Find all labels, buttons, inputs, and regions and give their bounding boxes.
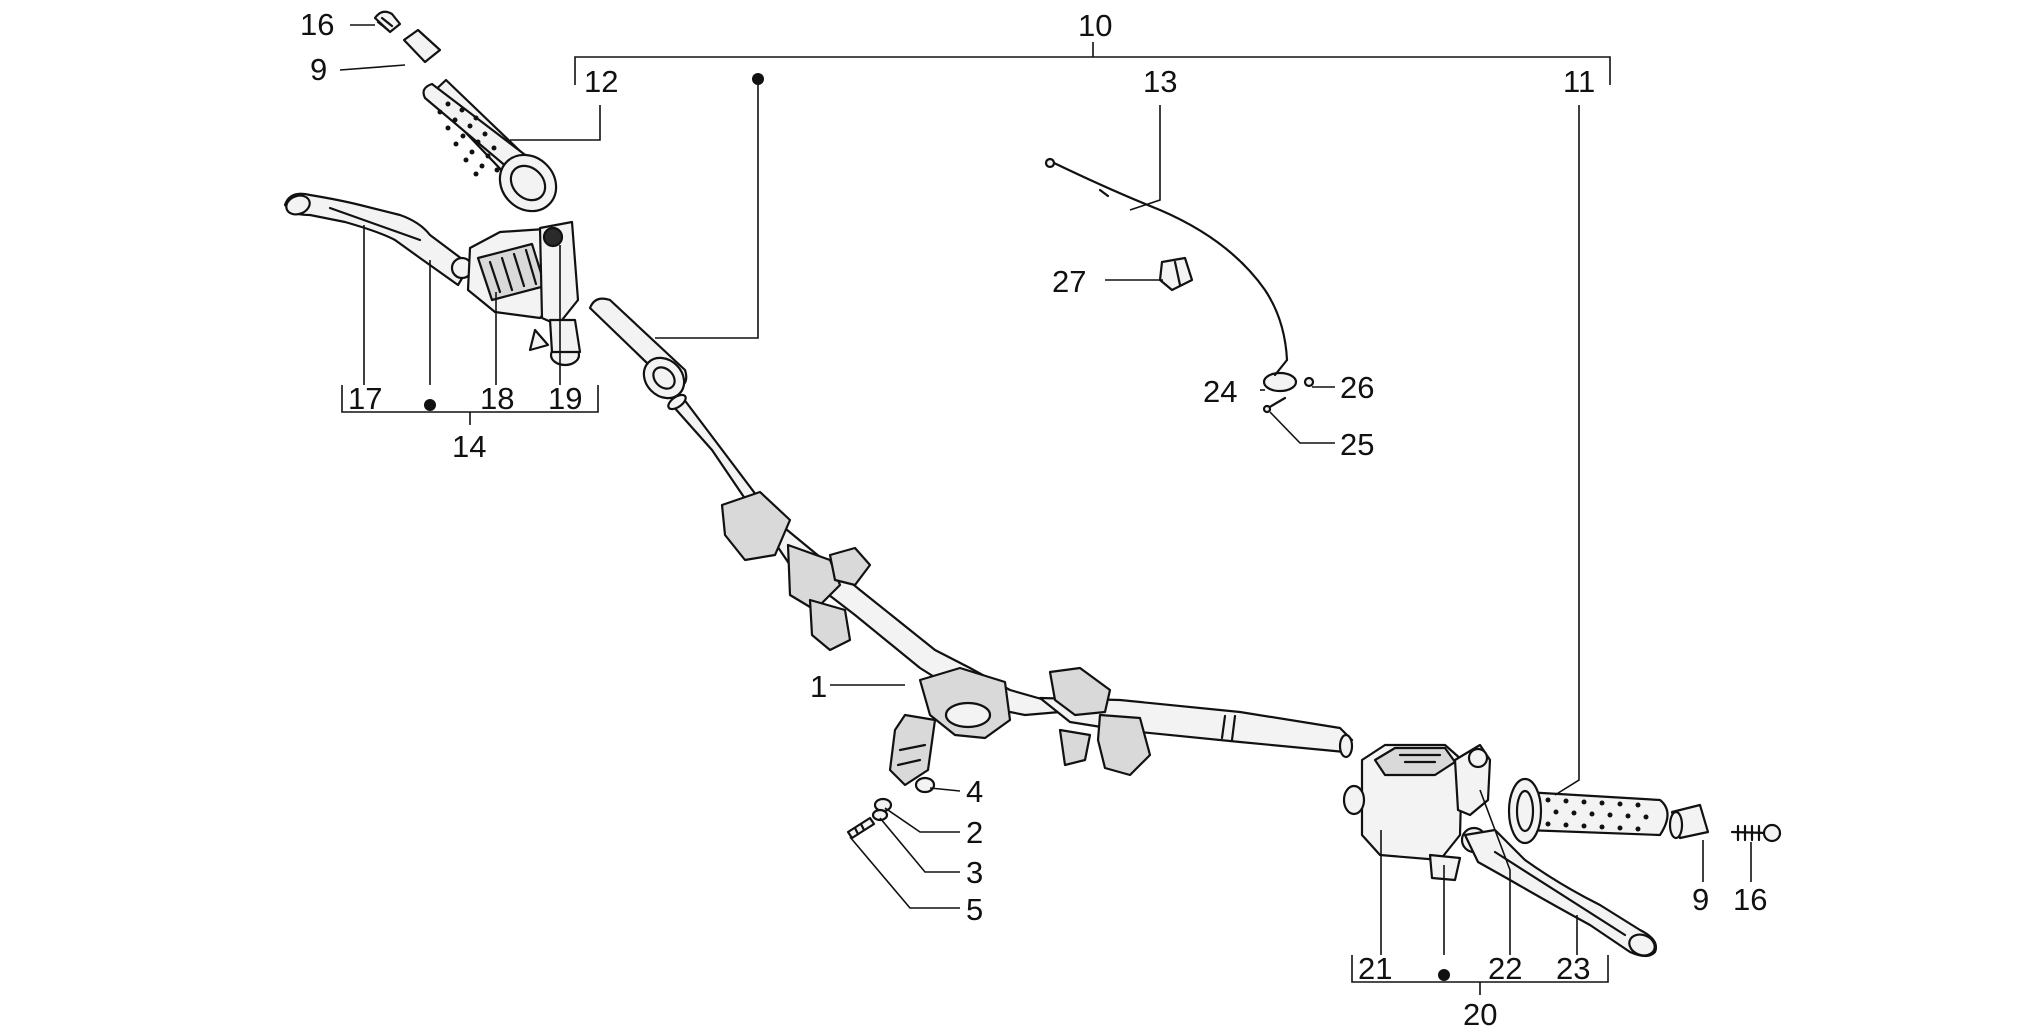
callout-4: 4 bbox=[966, 774, 983, 809]
dot-marker-right bbox=[1438, 969, 1450, 981]
callout-2: 2 bbox=[966, 815, 983, 850]
right-master-cylinder bbox=[1342, 743, 1492, 882]
bracket-20 bbox=[1351, 955, 1609, 995]
cable-clamp bbox=[1158, 256, 1194, 292]
bracket-14 bbox=[341, 385, 599, 425]
assembly-dots bbox=[424, 73, 1450, 981]
left-lever bbox=[283, 192, 474, 287]
right-grip bbox=[1507, 777, 1669, 845]
callout-16-right: 16 bbox=[1733, 882, 1767, 917]
callout-13: 13 bbox=[1143, 64, 1177, 99]
cable-fittings bbox=[1262, 376, 1315, 414]
dot-marker-left bbox=[424, 399, 436, 411]
callout-24: 24 bbox=[1203, 374, 1237, 409]
callout-22: 22 bbox=[1488, 951, 1522, 986]
callout-23: 23 bbox=[1556, 951, 1590, 986]
callout-17: 17 bbox=[348, 381, 382, 416]
left-grip bbox=[422, 78, 558, 213]
callout-10: 10 bbox=[1078, 8, 1112, 43]
mounting-hardware bbox=[846, 776, 936, 840]
left-bar-end bbox=[373, 10, 442, 64]
callout-19: 19 bbox=[548, 381, 582, 416]
callout-9-left: 9 bbox=[310, 52, 327, 87]
dot-marker-top bbox=[752, 73, 764, 85]
bracket-10 bbox=[574, 42, 1611, 85]
right-bar-end bbox=[1668, 803, 1782, 843]
handlebar-tube bbox=[667, 393, 1354, 787]
leader-lines bbox=[339, 24, 1752, 955]
callout-1: 1 bbox=[810, 669, 827, 704]
left-grip-dots bbox=[437, 101, 500, 177]
callout-26: 26 bbox=[1340, 370, 1374, 405]
callout-16-left: 16 bbox=[300, 7, 334, 42]
throttle-cable bbox=[1044, 157, 1298, 393]
callout-labels: 16 9 10 12 13 11 27 24 26 25 17 18 19 14… bbox=[300, 7, 1767, 1029]
callout-27: 27 bbox=[1052, 264, 1086, 299]
callout-3: 3 bbox=[966, 855, 983, 890]
callout-9-right: 9 bbox=[1692, 882, 1709, 917]
callout-25: 25 bbox=[1340, 427, 1374, 462]
callout-11: 11 bbox=[1563, 64, 1595, 99]
right-grip-dots bbox=[1545, 797, 1649, 832]
callout-14: 14 bbox=[452, 429, 486, 464]
callout-5: 5 bbox=[966, 892, 983, 927]
left-master-cylinder bbox=[466, 220, 582, 367]
callout-18: 18 bbox=[480, 381, 514, 416]
right-lever bbox=[1463, 828, 1658, 958]
callout-12: 12 bbox=[584, 64, 618, 99]
callout-21: 21 bbox=[1358, 951, 1392, 986]
left-throttle-sleeve bbox=[588, 297, 688, 400]
callout-20: 20 bbox=[1463, 997, 1497, 1029]
